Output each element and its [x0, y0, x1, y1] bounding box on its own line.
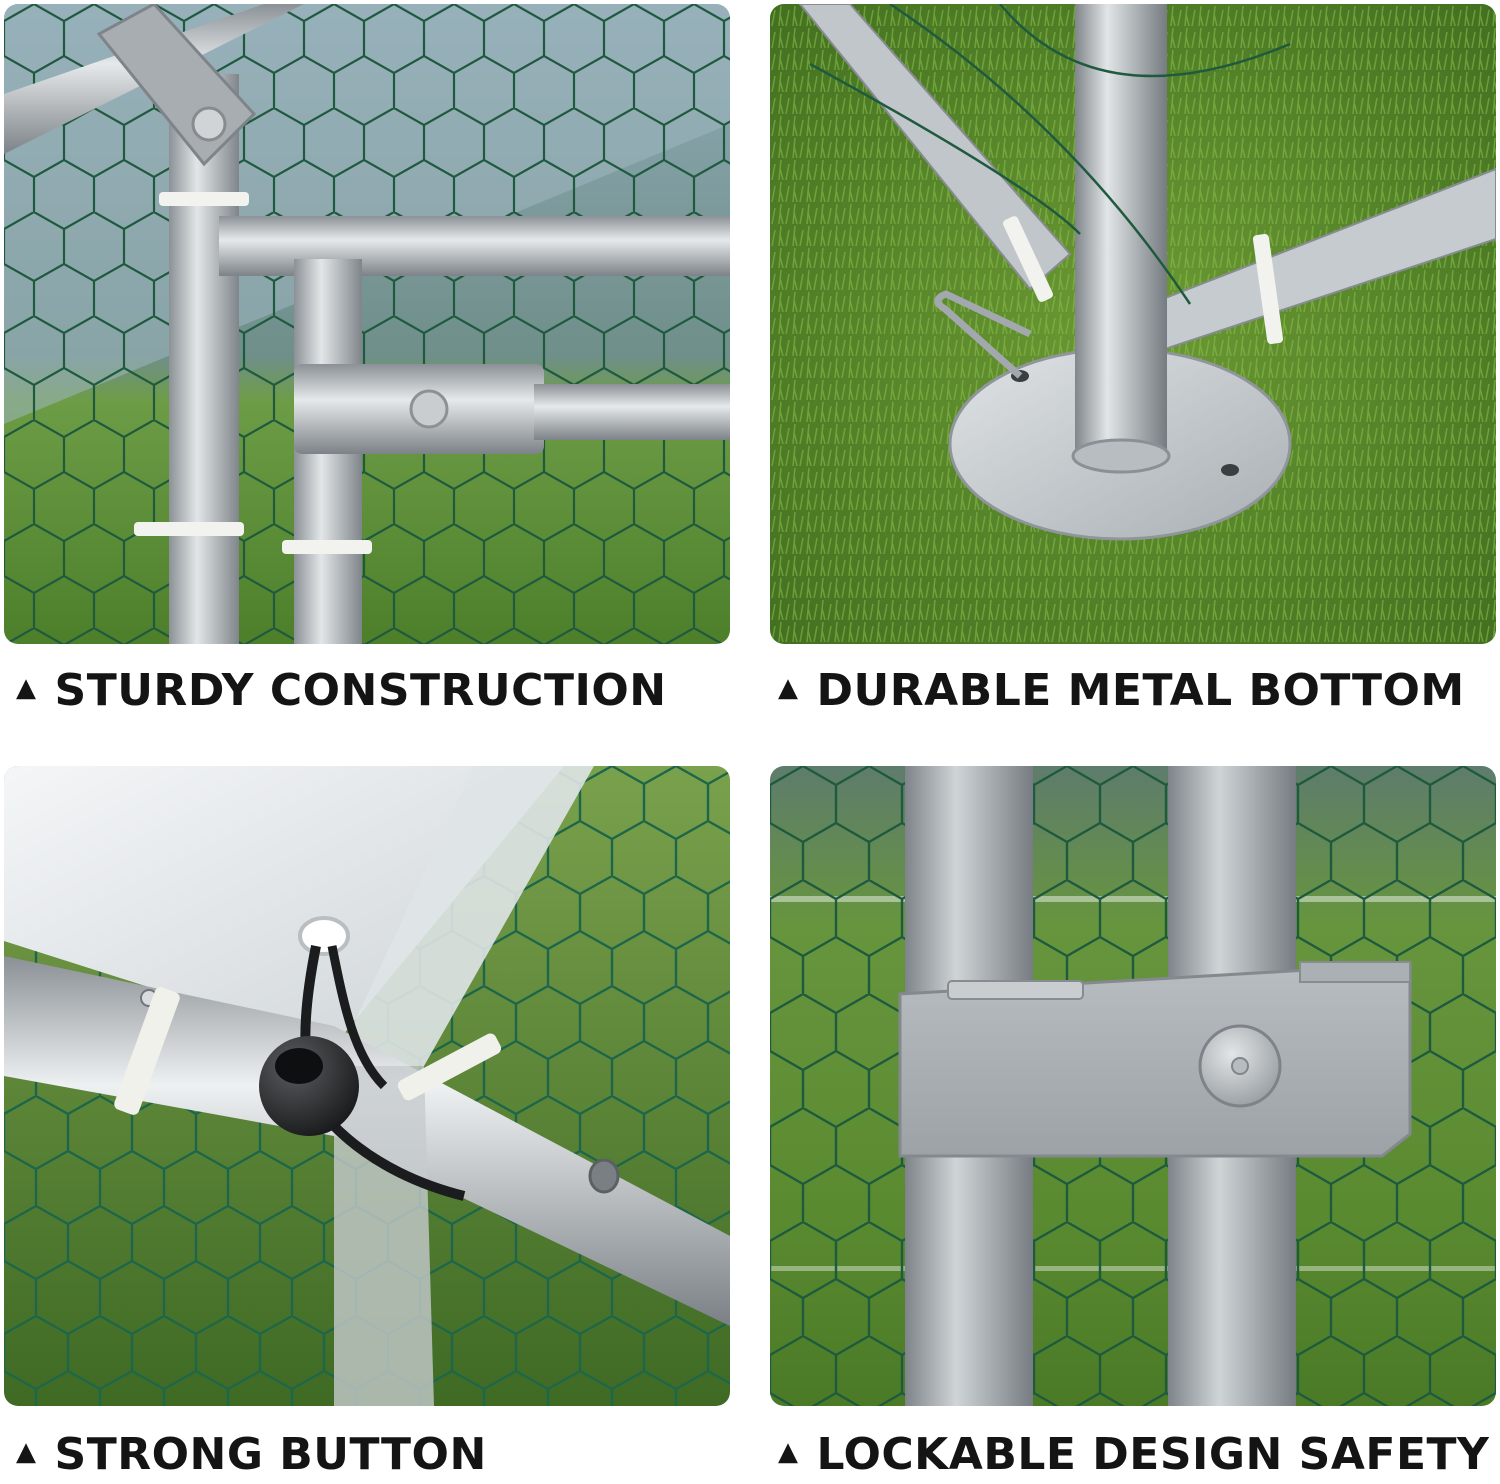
caption-durable-metal-bottom: ▲ DURABLE METAL BOTTOM — [778, 660, 1465, 720]
triangle-bullet-icon: ▲ — [16, 673, 37, 703]
caption-text: LOCKABLE DESIGN SAFETY — [816, 1428, 1490, 1480]
caption-strong-button: ▲ STRONG BUTTON — [16, 1424, 487, 1484]
photo-strong-button — [4, 766, 730, 1406]
caption-lockable-design-safety: ▲ LOCKABLE DESIGN SAFETY — [778, 1424, 1489, 1484]
caption-text: DURABLE METAL BOTTOM — [816, 664, 1465, 716]
caption-text: STRONG BUTTON — [54, 1428, 487, 1480]
caption-sturdy-construction: ▲ STURDY CONSTRUCTION — [16, 660, 667, 720]
triangle-bullet-icon: ▲ — [778, 673, 799, 703]
photo-lockable-design-safety — [770, 766, 1496, 1406]
caption-text: STURDY CONSTRUCTION — [54, 664, 667, 716]
photo-sturdy-construction — [4, 4, 730, 644]
triangle-bullet-icon: ▲ — [16, 1437, 37, 1467]
triangle-bullet-icon: ▲ — [778, 1437, 799, 1467]
photo-durable-metal-bottom — [770, 4, 1496, 644]
